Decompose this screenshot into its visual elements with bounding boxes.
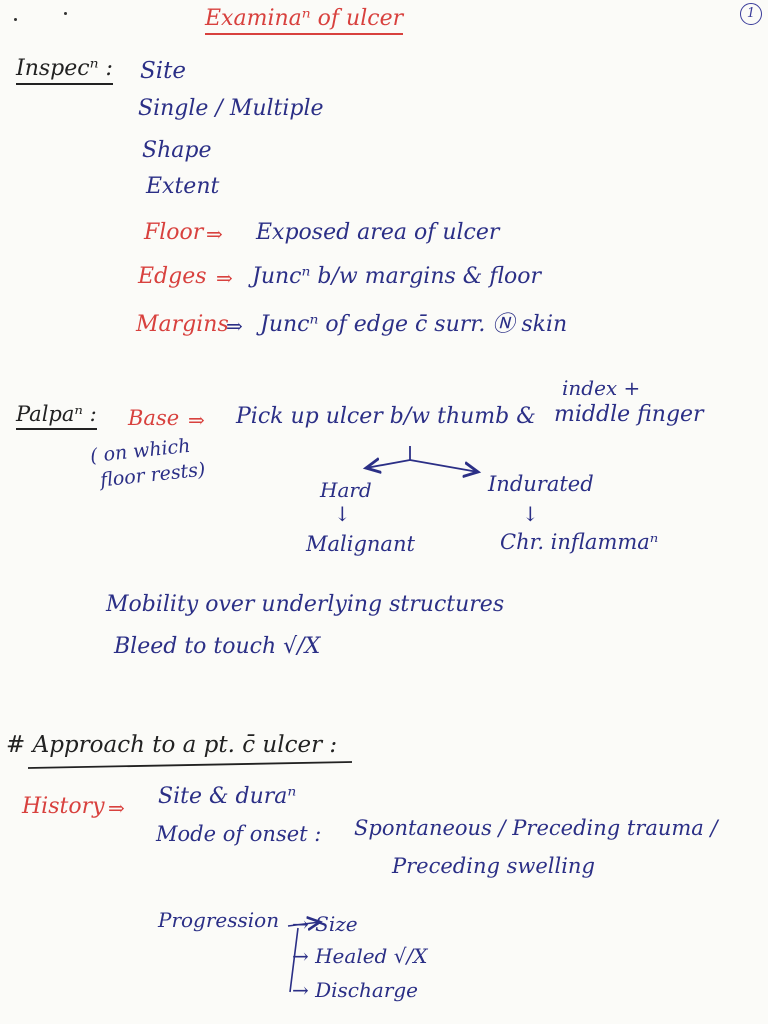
- margins-term: Margins: [136, 312, 229, 337]
- palpation-label: Palpaⁿ :: [16, 404, 97, 430]
- index-note: index +: [562, 376, 641, 400]
- progression-item-size: → Size: [292, 912, 358, 936]
- inspection-item-extent: Extent: [146, 174, 220, 199]
- floor-definition: Exposed area of ulcer: [256, 220, 500, 245]
- down-arrow-left: ↓: [334, 502, 351, 526]
- edges-arrow: ⇒: [216, 266, 233, 290]
- floor-arrow: ⇒: [206, 222, 223, 246]
- result-malignant: Malignant: [306, 532, 415, 556]
- approach-heading: # Approach to a pt. c̄ ulcer :: [6, 732, 338, 758]
- inspection-item-site: Site: [140, 58, 186, 84]
- page-title: Examinaⁿ of ulcer: [205, 8, 404, 35]
- site-duration: Site & duraⁿ: [158, 784, 297, 809]
- page-number: 1: [740, 3, 762, 25]
- down-arrow-right: ↓: [522, 502, 539, 526]
- history-arrow: ⇒: [108, 796, 125, 820]
- inspection-label: Inspecⁿ :: [16, 58, 113, 85]
- inspection-item-shape: Shape: [142, 138, 212, 163]
- ink-dot: [14, 18, 17, 21]
- mobility-line: Mobility over underlying structures: [106, 592, 505, 617]
- progression-item-discharge: → Discharge: [292, 978, 419, 1002]
- mode-options: Spontaneous / Preceding trauma /: [354, 816, 718, 840]
- base-definition: Pick up ulcer b/w thumb &: [236, 404, 536, 429]
- branch-hard: Hard: [320, 478, 372, 502]
- progression-label: Progression: [158, 908, 280, 932]
- ink-dot: [64, 12, 67, 15]
- margins-arrow: ⇒: [226, 314, 243, 338]
- bleed-line: Bleed to touch √/X: [114, 634, 321, 659]
- branch-indurated: Indurated: [488, 472, 594, 496]
- mode-option-swelling: Preceding swelling: [392, 854, 595, 878]
- result-chronic-inflammation: Chr. inflammaⁿ: [500, 530, 659, 554]
- middle-finger-note: middle finger: [554, 402, 704, 427]
- base-term: Base: [128, 406, 180, 430]
- floor-term: Floor: [144, 220, 204, 245]
- progression-item-healed: → Healed √/X: [292, 944, 428, 968]
- base-arrow: ⇒: [188, 408, 205, 432]
- history-label: History: [22, 794, 105, 819]
- edges-term: Edges: [138, 264, 207, 289]
- margins-definition: Juncⁿ of edge c̄ surr. Ⓝ skin: [260, 312, 568, 337]
- inspection-item-number: Single / Multiple: [138, 96, 324, 121]
- mode-of-onset-label: Mode of onset :: [156, 822, 322, 846]
- edges-definition: Juncⁿ b/w margins & floor: [252, 264, 542, 289]
